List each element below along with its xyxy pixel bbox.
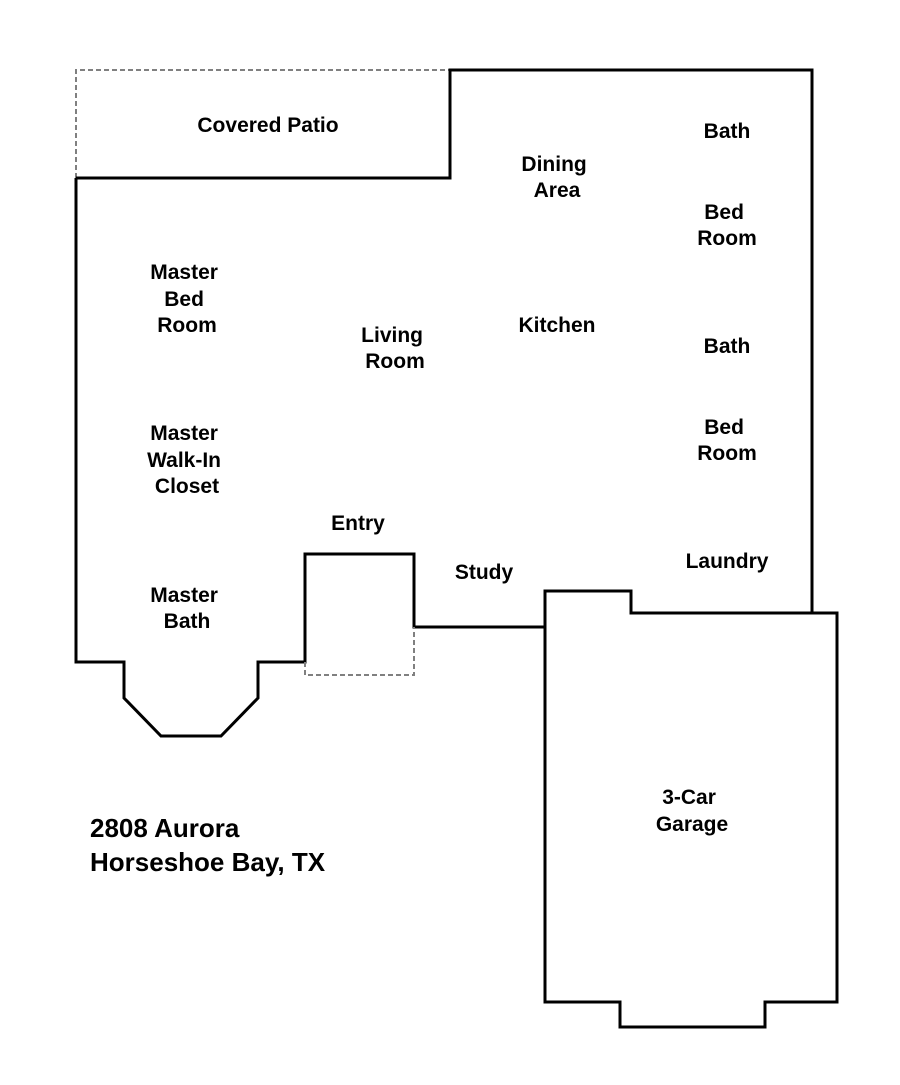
label-line: Master <box>150 584 218 607</box>
label-kitchen: Kitchen <box>518 314 595 337</box>
label-line: Room <box>157 314 217 337</box>
label-study: Study <box>455 561 514 584</box>
label-line: Area <box>534 179 581 202</box>
entry-porch-outline <box>304 627 415 676</box>
label-line: Bed <box>704 201 744 224</box>
label-line: Dining <box>521 153 586 176</box>
label-master-bath: Master Bath <box>150 584 224 633</box>
label-line: Kitchen <box>518 314 595 337</box>
label-line: Walk-In <box>147 449 221 472</box>
label-line: Master <box>150 422 218 445</box>
label-line: Room <box>365 350 425 373</box>
label-line: Bed <box>704 416 744 439</box>
label-entry: Entry <box>331 512 385 535</box>
house-outline <box>74 68 814 738</box>
label-garage: 3-Car Garage <box>656 786 728 836</box>
label-line: Laundry <box>686 550 769 573</box>
label-line: Garage <box>656 813 728 836</box>
label-line: Bath <box>704 120 751 143</box>
label-line: Room <box>697 442 757 465</box>
label-bath-lower: Bath <box>704 335 751 358</box>
label-dining-area: Dining Area <box>521 153 592 202</box>
label-covered-patio: Covered Patio <box>197 114 338 137</box>
label-living-room: Living Room <box>361 324 429 373</box>
label-bed-room-upper: Bed Room <box>697 201 757 250</box>
address: 2808 Aurora Horseshoe Bay, TX <box>90 813 326 877</box>
garage-outline <box>543 589 839 1029</box>
label-line: Living <box>361 324 423 347</box>
address-line-2: Horseshoe Bay, TX <box>90 847 326 877</box>
label-line: Study <box>455 561 514 584</box>
room-labels: Covered Patio Dining Area Bath Bed Room … <box>147 114 769 836</box>
label-master-walk-in-closet: Master Walk-In Closet <box>147 422 227 498</box>
address-line-1: 2808 Aurora <box>90 813 240 843</box>
label-line: Bath <box>164 610 211 633</box>
label-line: Master <box>150 261 218 284</box>
label-line: Closet <box>155 475 219 498</box>
label-laundry: Laundry <box>686 550 769 573</box>
label-bath-upper: Bath <box>704 120 751 143</box>
label-master-bed-room: Master Bed Room <box>150 261 224 337</box>
label-line: Covered Patio <box>197 114 338 137</box>
label-bed-room-lower: Bed Room <box>697 416 757 465</box>
label-line: 3-Car <box>662 786 716 809</box>
label-line: Room <box>697 227 757 250</box>
patio-outline <box>75 69 450 178</box>
label-line: Bath <box>704 335 751 358</box>
label-line: Entry <box>331 512 385 535</box>
label-line: Bed <box>164 288 204 311</box>
